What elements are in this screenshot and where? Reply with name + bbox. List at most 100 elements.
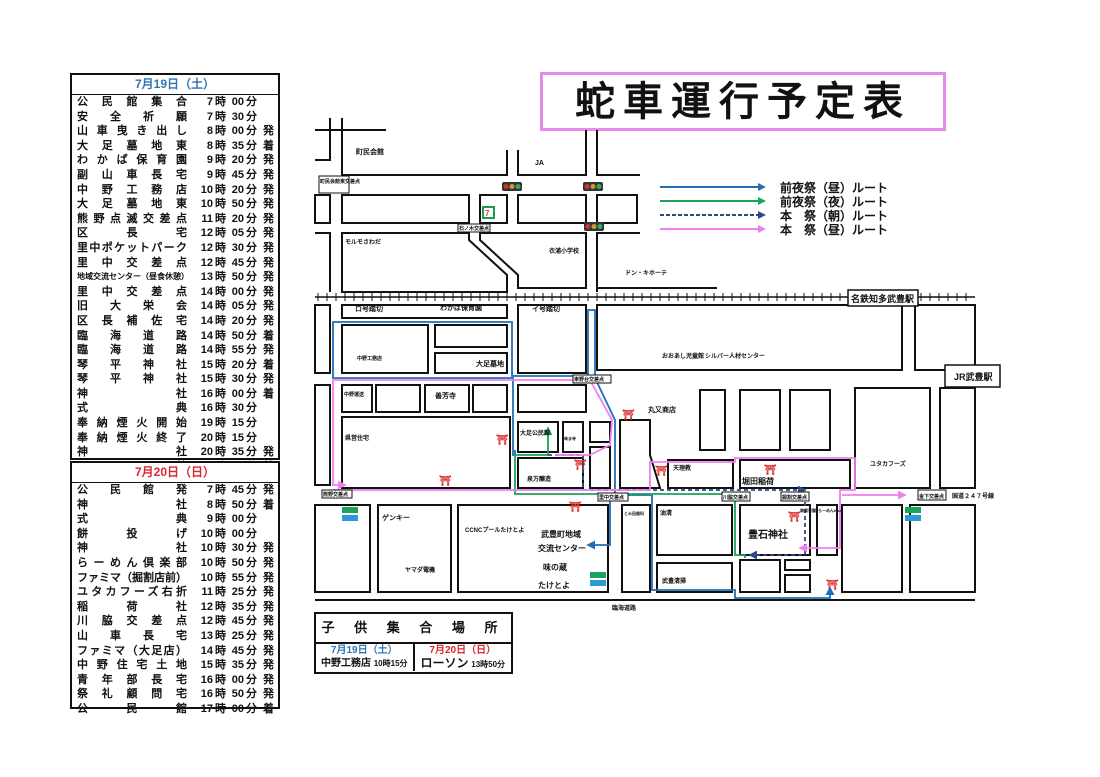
schedule-hour: 15 [200,659,213,672]
hour-unit: 時 [215,527,226,540]
schedule-status: 着 [263,387,274,400]
legend-label: 本 祭（朝）ルート [780,208,889,223]
hour-unit: 時 [215,344,226,357]
hour-unit: 時 [215,256,226,269]
kids-day1-time: 10時15分 [373,659,408,668]
schedule-minute: 00 [231,387,244,400]
schedule-hour: 12 [200,600,213,613]
convenience-store-icon: 7 [482,206,495,219]
schedule-hour: 12 [200,241,213,254]
schedule-status: 発 [263,300,274,313]
legend-arrow-icon [660,183,766,191]
label-morimo: モルモさわだ [345,239,381,246]
schedule-minute: 30 [231,402,244,415]
schedule-status: 発 [263,241,274,254]
schedule-hour: 16 [200,387,213,400]
legend-item: 前夜祭（夜）ルート [660,194,888,209]
label-kumano-cross: 熊野交差点 [323,491,348,498]
schedule-minute: 25 [231,586,244,599]
legend-arrow-icon [660,197,766,205]
minute-unit: 分 [246,271,257,284]
label-mitera: 味ま寺 [564,435,576,441]
hour-unit: 時 [215,285,226,298]
label-oashi-kominkan: 大足公民館 [520,429,550,437]
schedule-status: 発 [263,154,274,167]
minute-unit: 分 [246,527,257,540]
minute-unit: 分 [246,417,257,430]
hour-unit: 時 [215,154,226,167]
route-eve-day [332,309,835,599]
schedule-minute: 00 [231,125,244,138]
schedule-place: 安全祈願 [77,110,187,123]
kids-day2: 7月20日（日） ローソン 13時50分 [412,644,512,671]
schedule-hour: 9 [206,513,213,526]
hour-unit: 時 [215,212,226,225]
label-silver: シルバー人材センター [705,352,765,360]
schedule-status: 発 [263,212,274,225]
schedule-place: 地域交流センター（昼食休憩） [77,272,187,282]
label-chomin-cross: 町民会館東交差点 [320,178,360,185]
minute-unit: 分 [246,542,257,555]
legend-label: 本 祭（昼）ルート [780,222,889,237]
label-maruman: 丸又商店 [647,405,676,414]
schedule-hour: 14 [200,300,213,313]
schedule-place: 神社 [77,387,187,400]
hour-unit: 時 [215,168,226,181]
minute-unit: 分 [246,644,257,657]
minute-unit: 分 [246,586,257,599]
minute-unit: 分 [246,300,257,313]
label-horiwari-cross: 掘割交差点 [781,494,807,501]
minute-unit: 分 [246,431,257,444]
schedule-minute: 50 [231,329,244,342]
schedule-hour: 12 [200,256,213,269]
label-toyoishi: 豊石神社 [748,528,788,541]
label-koryu1: 武豊町地域 [541,529,581,539]
schedule-status: 着 [263,358,274,371]
minute-unit: 分 [246,513,257,526]
hour-unit: 時 [215,556,226,569]
label-kenei: 県営住宅 [345,434,369,442]
kids-day2-time: 13時50分 [471,660,506,669]
hour-unit: 時 [215,586,226,599]
schedule-place: 山車長宅 [77,629,187,642]
label-yamada: ヤマダ電機 [405,566,435,574]
legend-item: 前夜祭（昼）ルート [660,180,888,195]
minute-unit: 分 [246,344,257,357]
svg-text:⛩: ⛩ [826,578,839,591]
label-taketoyo: たけとよ [538,580,570,590]
schedule-minute: 50 [231,688,244,701]
minute-unit: 分 [246,600,257,613]
route-main-day [332,379,613,490]
schedule-status: 発 [263,484,274,496]
label-route247: 国道２４７号線 [952,492,994,500]
label-tenrikyo: 天理教 [673,464,692,472]
label-ccnc: CCNCプールたけとよ [465,526,524,534]
schedule-place: 大足墓地東 [77,139,187,152]
schedule-minute: 15 [231,417,244,430]
schedule-status: 着 [263,139,274,152]
minute-unit: 分 [246,96,257,108]
schedule-place: ファミマ（大足店） [77,644,187,657]
schedule-place: わかば保育園 [77,154,187,167]
minute-unit: 分 [246,154,257,167]
kids-day1-date: 7月19日（土） [330,645,398,656]
